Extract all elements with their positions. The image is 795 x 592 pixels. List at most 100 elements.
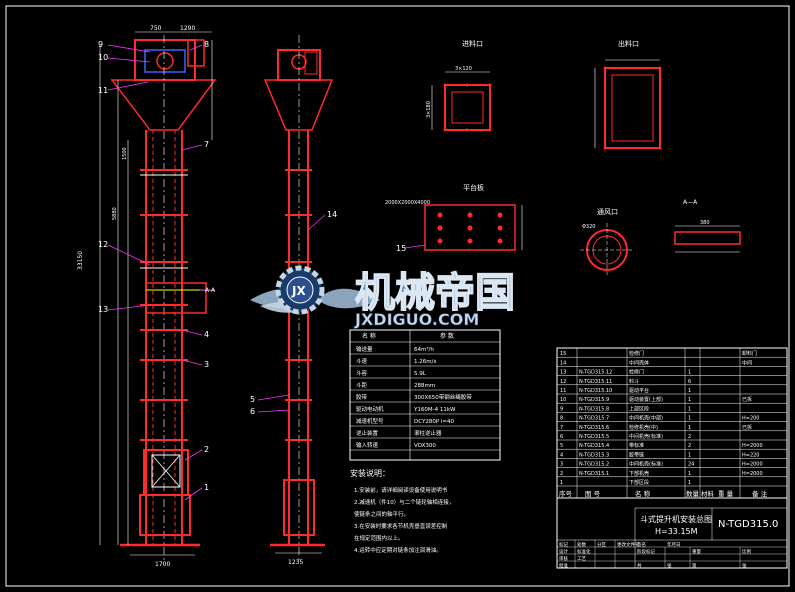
bom-index: 13 <box>560 370 566 376</box>
bom-qty: 1 <box>688 452 691 458</box>
bom-drawing-no: N-TGD315.5 <box>579 434 609 440</box>
param-name-cell: 逆止装置 <box>356 429 379 437</box>
bom-header-cell: 数量 <box>686 489 700 498</box>
title-block-cell: 签名 <box>637 541 646 548</box>
bom-drawing-no: N-TGD315.2 <box>579 462 609 468</box>
param-value-cell: Y160M-4 11kW <box>413 407 456 413</box>
vent-dim-d: Φ320 <box>582 224 595 230</box>
section-label: A—A <box>683 199 698 206</box>
title-block-cell: 年月日 <box>667 541 681 548</box>
bom-part-name: 下部机壳 <box>629 470 649 477</box>
param-value-cell: 288mm <box>414 383 435 389</box>
bom-index: 5 <box>560 443 563 449</box>
bom-part-name: 胶带链 <box>629 451 644 458</box>
bom-remark: 已拆 <box>742 396 752 403</box>
inlet-dim-w: 3×120 <box>455 66 472 72</box>
title-block-cell: 处数 <box>577 541 586 548</box>
note-line: 2.减速机（件10）与二个链轮轴相连接， <box>354 498 454 506</box>
param-name-cell: 输送量 <box>356 345 373 353</box>
note-line: 使链条之间的轴平行。 <box>354 510 409 518</box>
param-name-cell: 斗距 <box>356 382 368 389</box>
vent-label: 通风口 <box>597 207 618 216</box>
bom-drawing-no: N-TGD315.10 <box>579 388 612 394</box>
bom-qty: 1 <box>688 425 691 431</box>
bom-qty: 1 <box>688 416 691 422</box>
installation-notes: 安装说明： 1.安装前，请详细阅读设备使用说明书2.减速机（件10）与二个链轮轴… <box>350 468 454 554</box>
param-name-cell: 驱动电动机 <box>356 405 384 413</box>
bom-part-name: 下部区段 <box>629 479 649 486</box>
bom-part-name: 料斗 <box>629 378 639 385</box>
title-block-cell: 标准化 <box>577 548 591 555</box>
title-block-cell: 阶段标记 <box>637 548 655 555</box>
bom-header-cell: 材料 <box>701 489 715 498</box>
bom-drawing-no: N-TGD315.8 <box>579 406 609 412</box>
bom-qty: 2 <box>688 434 691 440</box>
site-logo: JX 机械帝国 JXDIGUO.COM <box>250 265 516 329</box>
drawing-height: H=33.15M <box>655 527 698 536</box>
title-block-cell: 第 <box>692 562 697 569</box>
param-value-cell: 5.9L <box>414 371 427 377</box>
callout-15: 15 <box>396 244 406 253</box>
dim-height: 33150 <box>77 251 84 270</box>
bom-qty: 1 <box>688 471 691 477</box>
section-aa-view: A—A 380 <box>674 199 741 253</box>
logo-english-text: JXDIGUO.COM <box>354 310 479 329</box>
bom-index: 14 <box>560 360 566 366</box>
bom-qty: 24 <box>688 462 694 468</box>
outlet-detail-view: 出料口 <box>594 39 662 150</box>
param-header-name: 名 称 <box>362 332 376 340</box>
bom-qty: 1 <box>688 370 691 376</box>
title-block-cell: 比例 <box>742 548 751 555</box>
callout-3: 3 <box>204 360 209 369</box>
left-balloon-labels: 9 10 11 12 13 8 7 4 3 2 1 A-A <box>98 40 216 492</box>
param-name-cell: 减速机型号 <box>356 417 384 425</box>
left-part-callouts <box>107 44 215 501</box>
title-block-cell: 工艺 <box>577 556 586 562</box>
title-block: 斗式提升机安装总图 H=33.15M N-TGD315.0 标记处数分区更改文件… <box>556 497 788 569</box>
vent-detail-view: 通风口 Φ320 <box>580 207 634 277</box>
bom-part-name: 驱动平台 <box>629 387 649 394</box>
bom-qty: 2 <box>688 443 691 449</box>
bom-remark: H=2000 <box>742 443 763 449</box>
bom-header-cell: 备 注 <box>752 489 768 498</box>
platform-label: 平台板 <box>463 183 484 192</box>
callout-10: 10 <box>98 53 108 62</box>
bom-remark: H=2000 <box>742 462 763 468</box>
note-line: 在规定范围内以上。 <box>354 534 404 542</box>
bom-index: 15 <box>560 351 566 357</box>
bom-part-name: 检修门 <box>629 369 644 376</box>
outlet-label: 出料口 <box>618 39 639 48</box>
svg-text:JX: JX <box>291 284 306 298</box>
inlet-dim-h: 3×180 <box>426 101 432 118</box>
note-line: 3.在安装时要求各节机壳垂直误差控制 <box>354 522 448 530</box>
bom-qty: 1 <box>688 480 691 486</box>
dim-base-1235: 1235 <box>288 559 303 566</box>
param-name-cell: 斗容 <box>356 369 368 377</box>
bom-index: 7 <box>560 425 563 431</box>
title-block-cell: 设计 <box>559 548 568 555</box>
bom-part-name: 检修门 <box>629 350 644 357</box>
bom-index: 12 <box>560 379 566 385</box>
bom-remark: H=200 <box>742 416 760 422</box>
platform-detail-view: 平台板 2000X2000X4000 15 <box>385 183 523 253</box>
platform-dim: 2000X2000X4000 <box>385 200 430 206</box>
bom-index: 6 <box>560 434 563 440</box>
bom-qty: 1 <box>688 388 691 394</box>
bom-remark: H=2000 <box>742 471 763 477</box>
title-block-cell: 张 <box>667 562 672 569</box>
param-value-cell: 300X650带钢丝绳胶带 <box>414 393 472 401</box>
param-value-cell: 64m³/h <box>414 346 434 353</box>
bom-remark: 中间 <box>742 359 752 366</box>
side-elevation-view: 1235 14 5 6 <box>250 35 337 566</box>
bom-drawing-no: N-TGD315.7 <box>579 416 609 422</box>
bom-index: 1 <box>560 480 563 486</box>
dim-base-1700: 1700 <box>155 561 170 568</box>
callout-8: 8 <box>204 40 209 49</box>
callout-4: 4 <box>204 330 209 339</box>
front-elevation-view: 750 1290 1700 33150 5880 1500 <box>77 25 217 568</box>
callout-6: 6 <box>250 407 255 416</box>
param-value-cell: VOX300 <box>414 443 436 449</box>
bom-header-cell: 图 号 <box>585 490 601 498</box>
dim-5880: 5880 <box>112 207 118 220</box>
bom-qty: 6 <box>688 379 691 385</box>
